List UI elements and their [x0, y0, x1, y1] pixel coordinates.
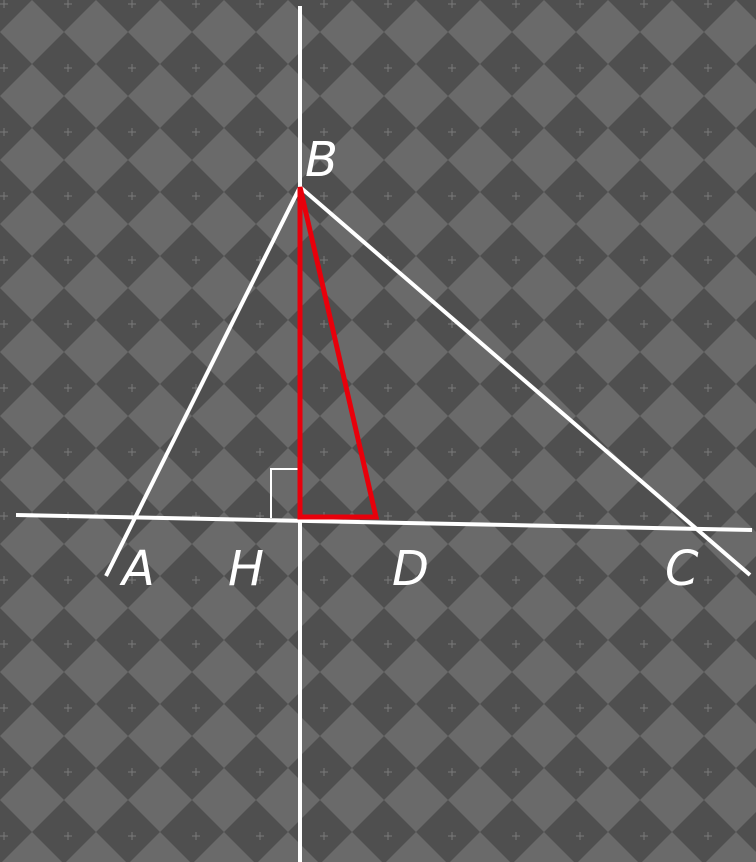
base-line: [15, 513, 753, 532]
highlighted-triangle: [297, 186, 380, 520]
side-bc: [298, 185, 752, 577]
label-h: H: [228, 541, 264, 597]
label-d: D: [392, 541, 429, 597]
right-angle-marker: [270, 468, 300, 518]
label-c: C: [665, 541, 699, 597]
label-b: B: [305, 132, 338, 188]
side-ba: [104, 186, 302, 577]
label-a: A: [119, 541, 155, 597]
